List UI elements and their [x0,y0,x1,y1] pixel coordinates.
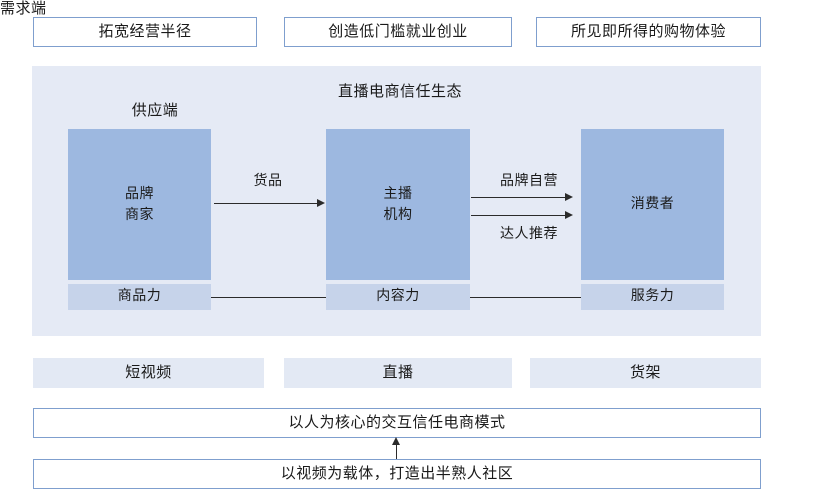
header-box-label: 拓宽经营半径 [98,23,192,40]
flow-arrowhead-influencer-recommendation [565,211,573,219]
actor-box-streamer-agency: 主播 机构 [326,129,470,280]
channel-box-short-video: 短视频 [33,358,264,388]
demand-side-label: 需求端 [0,0,47,19]
flow-arrowhead-goods [317,199,325,207]
supply-side-label-text: 供应端 [131,102,179,119]
flow-label-influencer-recommendation-text: 达人推荐 [500,227,558,243]
capability-link-right [470,297,581,298]
actor-label-line1: 主播 [383,186,413,202]
actor-label-line1: 消费者 [630,197,675,212]
flow-label-influencer-recommendation: 达人推荐 [483,225,575,245]
header-box-expand-radius: 拓宽经营半径 [33,17,257,47]
flow-line-goods [214,203,318,204]
header-box-wysiwyg-shopping: 所见即所得的购物体验 [536,17,761,47]
header-box-low-barrier-employment: 创造低门槛就业创业 [284,17,512,47]
capability-label: 商品力 [117,289,162,305]
actor-label-line1: 品牌 [125,186,154,202]
conclusion-link-line [396,444,397,459]
conclusion-label: 以人为核心的交互信任电商模式 [288,414,506,431]
conclusion-label: 以视频为载体，打造出半熟人社区 [280,465,514,482]
capability-label: 服务力 [630,289,675,305]
panel-title: 直播电商信任生态 [300,81,500,103]
header-box-label: 所见即所得的购物体验 [570,23,726,40]
actor-label-line2: 机构 [383,207,413,223]
capability-link-left [211,297,326,298]
flow-arrowhead-brand-self-operated [565,193,573,201]
actor-box-consumer: 消费者 [581,129,724,280]
capability-box-content-power: 内容力 [326,284,470,310]
capability-box-product-power: 商品力 [68,284,211,310]
panel-title-text: 直播电商信任生态 [337,83,462,100]
capability-box-service-power: 服务力 [581,284,724,310]
actor-box-consumer-text: 消费者 [631,194,675,215]
actor-box-streamer-agency-text: 主播 机构 [384,184,413,226]
actor-box-brand-merchant-text: 品牌 商家 [125,184,154,226]
conclusion-box-video-community: 以视频为载体，打造出半熟人社区 [33,459,761,489]
channel-box-shelf: 货架 [530,358,761,388]
channel-box-livestream: 直播 [284,358,512,388]
channel-label: 直播 [382,364,414,381]
flow-label-brand-self-operated: 品牌自营 [483,172,575,192]
conclusion-box-human-centric-model: 以人为核心的交互信任电商模式 [33,408,761,438]
channel-label: 短视频 [125,364,172,381]
capability-label: 内容力 [376,289,420,305]
flow-line-influencer-recommendation [471,215,566,216]
flow-label-goods-text: 货品 [253,174,283,190]
header-box-label: 创造低门槛就业创业 [328,23,468,40]
flow-line-brand-self-operated [471,197,566,198]
actor-box-brand-merchant: 品牌 商家 [68,129,211,280]
demand-side-label-text: 需求端 [0,1,47,17]
conclusion-link-arrowhead [392,437,400,445]
actor-label-line2: 商家 [125,207,154,223]
flow-label-brand-self-operated-text: 品牌自营 [500,174,558,190]
supply-side-label: 供应端 [90,100,220,122]
flow-label-goods: 货品 [228,172,308,192]
channel-label: 货架 [629,364,661,381]
